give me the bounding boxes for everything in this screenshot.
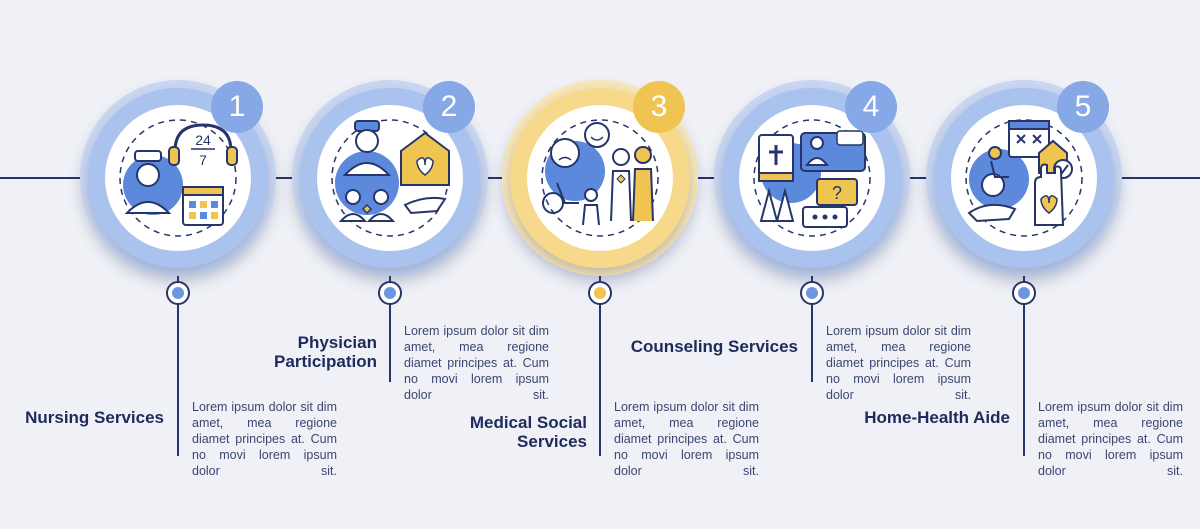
step-title: Nursing Services [25, 408, 164, 427]
step-number-badge: 2 [423, 81, 475, 133]
step-marker-core [806, 287, 818, 299]
step-marker-core [594, 287, 606, 299]
step-number-badge: 3 [633, 81, 685, 133]
step-description: Lorem ipsum dolor sit dim amet, mea regi… [826, 324, 971, 402]
step-marker-core [384, 287, 396, 299]
step-stem [389, 262, 391, 382]
step-title: Counseling Services [630, 337, 798, 356]
step-title: Home-Health Aide [864, 408, 1010, 427]
step-stem [177, 262, 179, 456]
step-stem [1023, 262, 1025, 456]
step-stem [811, 262, 813, 382]
step-description: Lorem ipsum dolor sit dim amet, mea regi… [192, 400, 337, 478]
step-number-badge: 1 [211, 81, 263, 133]
timeline-line [0, 177, 1200, 179]
clock-top-text: 24 [195, 132, 211, 148]
step-marker [1012, 281, 1036, 305]
step-marker [588, 281, 612, 305]
step-stem [599, 262, 601, 456]
step-marker [800, 281, 824, 305]
step-description: Lorem ipsum dolor sit dim amet, mea regi… [614, 400, 759, 478]
step-marker-core [1018, 287, 1030, 299]
step-description: Lorem ipsum dolor sit dim amet, mea regi… [1038, 400, 1183, 478]
step-marker-core [172, 287, 184, 299]
step-description: Lorem ipsum dolor sit dim amet, mea regi… [404, 324, 549, 402]
step-number-badge: 5 [1057, 81, 1109, 133]
question-mark-text: ? [832, 183, 842, 203]
step-title: Physician Participation [274, 333, 377, 371]
step-number-badge: 4 [845, 81, 897, 133]
clock-bottom-text: 7 [199, 152, 207, 168]
step-marker [378, 281, 402, 305]
step-title: Medical Social Services [469, 413, 587, 451]
step-marker [166, 281, 190, 305]
